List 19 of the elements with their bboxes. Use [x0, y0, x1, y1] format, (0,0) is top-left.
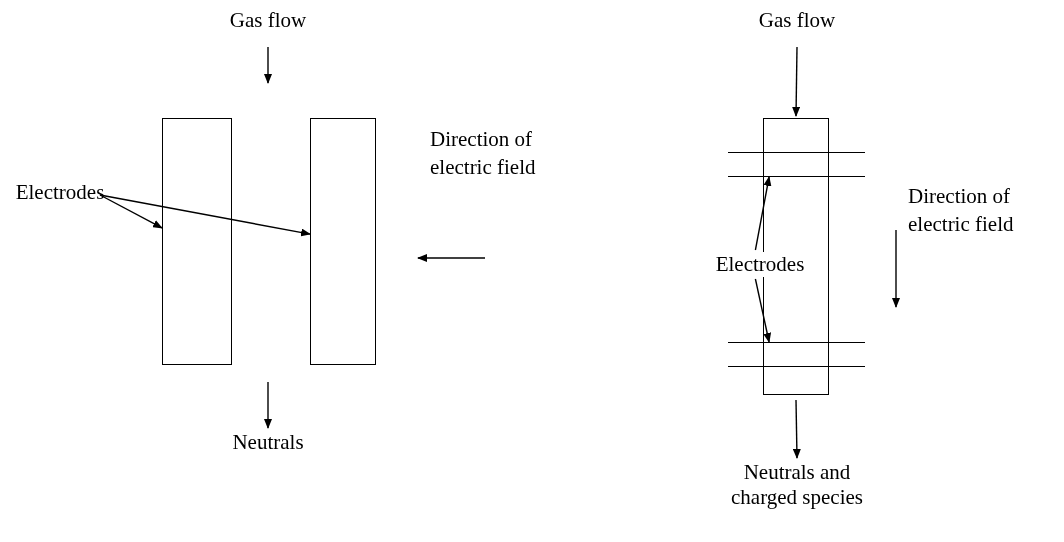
- electrodes-label: Electrodes: [10, 180, 110, 205]
- gas-flow-label: Gas flow: [747, 8, 847, 33]
- arrow: [792, 399, 801, 459]
- ring-electrode: [728, 152, 865, 177]
- field-direction-label: Direction of electric field: [430, 126, 537, 181]
- outlet-label: Neutrals and charged species: [712, 460, 882, 510]
- leader-line: [754, 176, 772, 251]
- electrodes-label: Electrodes: [714, 252, 806, 277]
- leader-line: [99, 194, 311, 237]
- leader-line: [754, 278, 772, 343]
- field-direction-label: Direction of electric field: [908, 183, 1015, 238]
- electrode-plate: [162, 118, 232, 365]
- arrow: [264, 381, 272, 429]
- ring-electrode: [728, 342, 865, 367]
- arrow: [264, 46, 272, 84]
- gas-flow-label: Gas flow: [218, 8, 318, 33]
- arrow: [792, 46, 801, 117]
- electrode-plate: [310, 118, 376, 365]
- outlet-label: Neutrals: [213, 430, 323, 455]
